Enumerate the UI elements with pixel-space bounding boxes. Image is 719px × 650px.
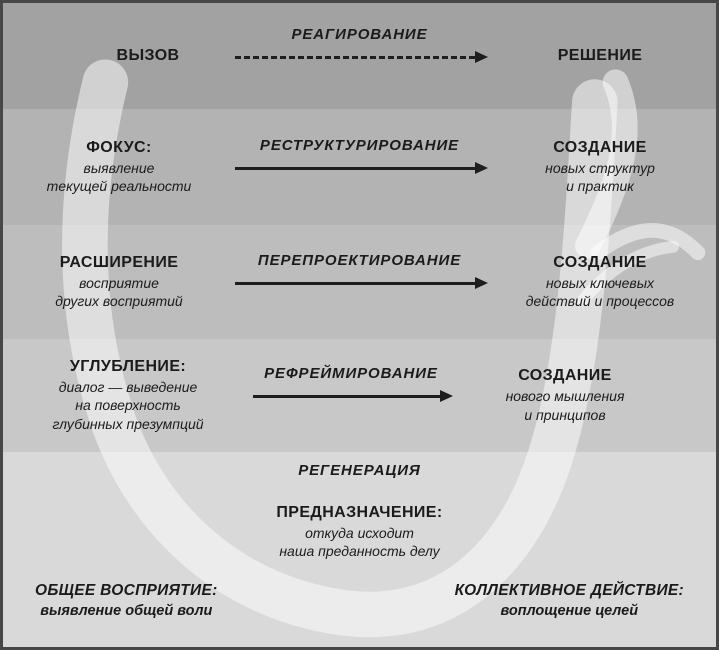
create-structures-title: СОЗДАНИЕ (553, 138, 647, 156)
create-structures-subtitle: новых структур и практик (545, 159, 655, 194)
reacting-process: РЕАГИРОВАНИЕ (219, 25, 500, 63)
create-thinking-title: СОЗДАНИЕ (518, 367, 612, 385)
redesigning-arrow-label: ПЕРЕПРОЕКТИРОВАНИЕ (257, 251, 462, 269)
broadening-subtitle: восприятие других восприятий (55, 274, 183, 309)
create-thinking-block: СОЗДАНИЕ нового мышления и принципов (500, 367, 700, 423)
band-reframing: УГЛУБЛЕНИЕ: диалог — выведение на поверх… (3, 339, 716, 452)
arrow-head-icon (475, 276, 488, 289)
focus-subtitle: выявление текущей реальности (46, 159, 192, 194)
collective-action-subtitle: воплощение целей (500, 603, 639, 620)
purpose-title: ПРЕДНАЗНАЧЕНИЕ: (276, 504, 443, 521)
create-actions-title: СОЗДАНИЕ (553, 253, 647, 271)
arrow-head-icon (475, 50, 488, 63)
restructuring-arrow (235, 161, 488, 174)
challenge-block: ВЫЗОВ (19, 47, 219, 65)
challenge-title: ВЫЗОВ (116, 47, 180, 64)
reacting-arrow-label: РЕАГИРОВАНИЕ (291, 25, 428, 43)
deepening-subtitle: диалог — выведение на поверхность глубин… (52, 379, 204, 432)
deepening-title: УГЛУБЛЕНИЕ: (69, 358, 187, 376)
redesigning-arrow (235, 276, 488, 289)
arrow-head-icon (475, 161, 488, 174)
common-perception-title: ОБЩЕЕ ВОСПРИЯТИЕ: (35, 582, 218, 600)
regeneration-label: РЕГЕНЕРАЦИЯ (298, 462, 421, 479)
create-structures-block: СОЗДАНИЕ новых структур и практик (500, 139, 700, 195)
common-perception-subtitle: выявление общей воли (40, 603, 213, 620)
reframing-arrow-label: РЕФРЕЙМИРОВАНИЕ (264, 365, 438, 382)
band-restructuring: ФОКУС: выявление текущей реальности РЕСТ… (3, 109, 716, 225)
band-regenerating: РЕГЕНЕРАЦИЯ ПРЕДНАЗНАЧЕНИЕ: откуда исход… (3, 452, 716, 647)
bottom-row: ОБЩЕЕ ВОСПРИЯТИЕ: выявление общей воли К… (33, 582, 686, 619)
collective-action-block: КОЛЛЕКТИВНОЕ ДЕЙСТВИЕ: воплощение целей (455, 582, 684, 619)
create-thinking-subtitle: нового мышления и принципов (505, 388, 625, 423)
focus-title: ФОКУС: (86, 138, 152, 156)
redesigning-process: ПЕРЕПРОЕКТИРОВАНИЕ (219, 251, 500, 289)
common-perception-block: ОБЩЕЕ ВОСПРИЯТИЕ: выявление общей воли (35, 582, 218, 619)
restructuring-process: РЕСТРУКТУРИРОВАНИЕ (219, 136, 500, 174)
purpose-subtitle: откуда исходит наша преданность делу (279, 525, 440, 560)
solution-block: РЕШЕНИЕ (500, 47, 700, 65)
deepening-block: УГЛУБЛЕНИЕ: диалог — выведение на поверх… (19, 358, 237, 433)
focus-block: ФОКУС: выявление текущей реальности (19, 139, 219, 195)
broadening-block: РАСШИРЕНИЕ восприятие других восприятий (19, 254, 219, 310)
reframing-arrow (253, 390, 453, 402)
arrow-head-icon (440, 390, 453, 402)
band-redesigning: РАСШИРЕНИЕ восприятие других восприятий … (3, 225, 716, 339)
reframing-process: РЕФРЕЙМИРОВАНИЕ (237, 365, 500, 402)
purpose-block: ПРЕДНАЗНАЧЕНИЕ: откуда исходит наша пред… (33, 504, 686, 560)
band-reacting: ВЫЗОВ РЕАГИРОВАНИЕ РЕШЕНИЕ (3, 3, 716, 109)
reacting-arrow (235, 50, 488, 63)
create-actions-subtitle: новых ключевых действий и процессов (525, 274, 675, 309)
restructuring-arrow-label: РЕСТРУКТУРИРОВАНИЕ (259, 136, 460, 154)
collective-action-title: КОЛЛЕКТИВНОЕ ДЕЙСТВИЕ: (454, 582, 684, 600)
broadening-title: РАСШИРЕНИЕ (59, 253, 179, 271)
solution-title: РЕШЕНИЕ (557, 47, 643, 64)
create-actions-block: СОЗДАНИЕ новых ключевых действий и проце… (500, 254, 700, 310)
